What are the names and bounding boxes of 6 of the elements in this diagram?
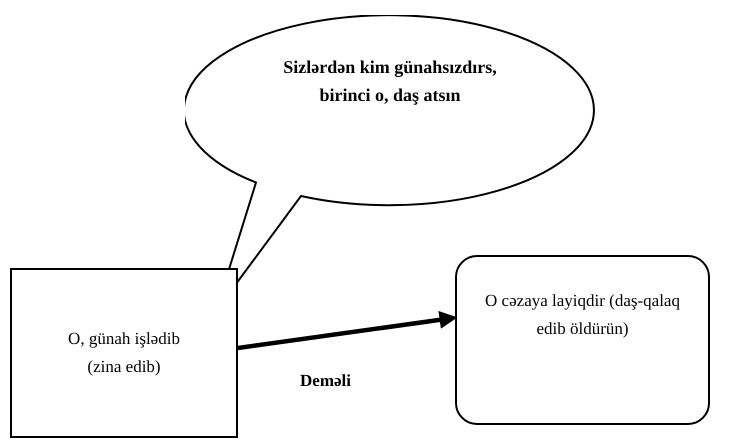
arrow	[238, 310, 458, 350]
box-text: O cəzaya layiqdir (daş-qalaq edib öldürün)	[484, 290, 681, 340]
quote-text: Sizlərdən kim günahsızdırs, birinci o, daş atsın	[282, 56, 498, 107]
box-text: O, günah işlədib (zina edib)	[67, 328, 181, 378]
process-box	[455, 255, 710, 425]
process-box	[10, 268, 238, 438]
